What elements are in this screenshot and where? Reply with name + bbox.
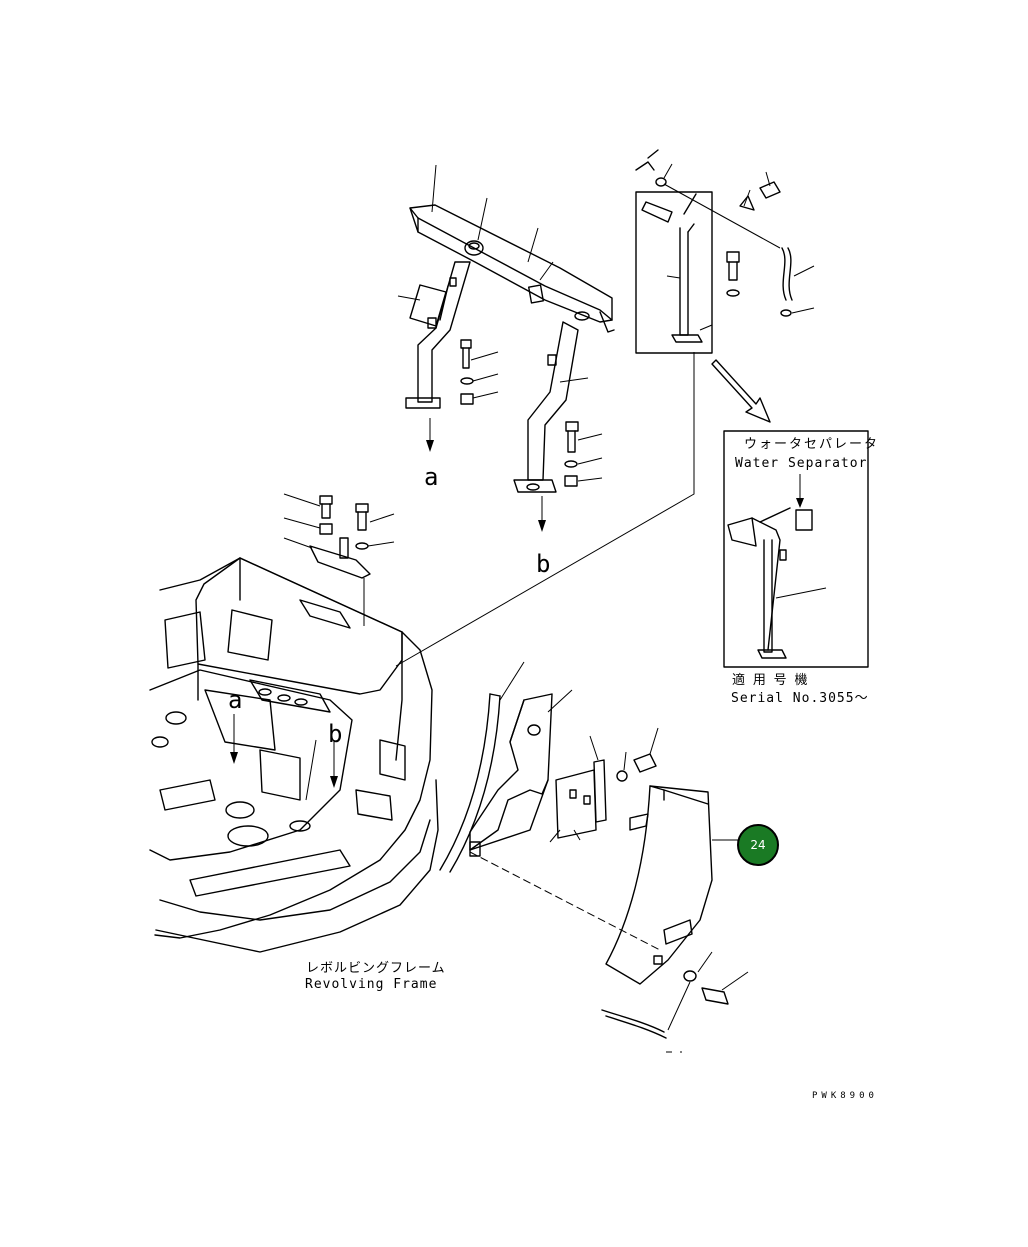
- hose-part: [780, 247, 793, 317]
- detail-arrow: [711, 359, 771, 423]
- revolving-frame-label-en: Revolving Frame: [305, 977, 437, 992]
- callout-number: 24: [750, 838, 766, 852]
- cover-parts: [439, 661, 749, 1053]
- detail-box-old-separator: [395, 149, 815, 667]
- callout-number-badge[interactable]: 24: [737, 824, 779, 866]
- water-separator-label-en: Water Separator: [735, 456, 867, 471]
- revolving-frame: [149, 493, 439, 953]
- drawing-code: PWK8900: [812, 1091, 878, 1101]
- serial-label-en: Serial No.3055～: [731, 691, 869, 706]
- bolt-set-left: [460, 339, 474, 405]
- reference-a-top: a: [424, 463, 438, 491]
- water-separator-label-jp: ウォータセパレータ: [744, 437, 879, 452]
- revolving-frame-label-jp: レボルビングフレーム: [306, 961, 446, 976]
- serial-label-jp: 適 用 号 機: [732, 672, 807, 688]
- upper-bracket-assembly: [397, 164, 615, 532]
- reference-a-frame: a: [228, 686, 242, 714]
- reference-b-frame: b: [328, 720, 342, 748]
- reference-b-top: b: [536, 550, 550, 578]
- bolt-set-right: [564, 421, 579, 487]
- water-separator-detail: [723, 430, 869, 668]
